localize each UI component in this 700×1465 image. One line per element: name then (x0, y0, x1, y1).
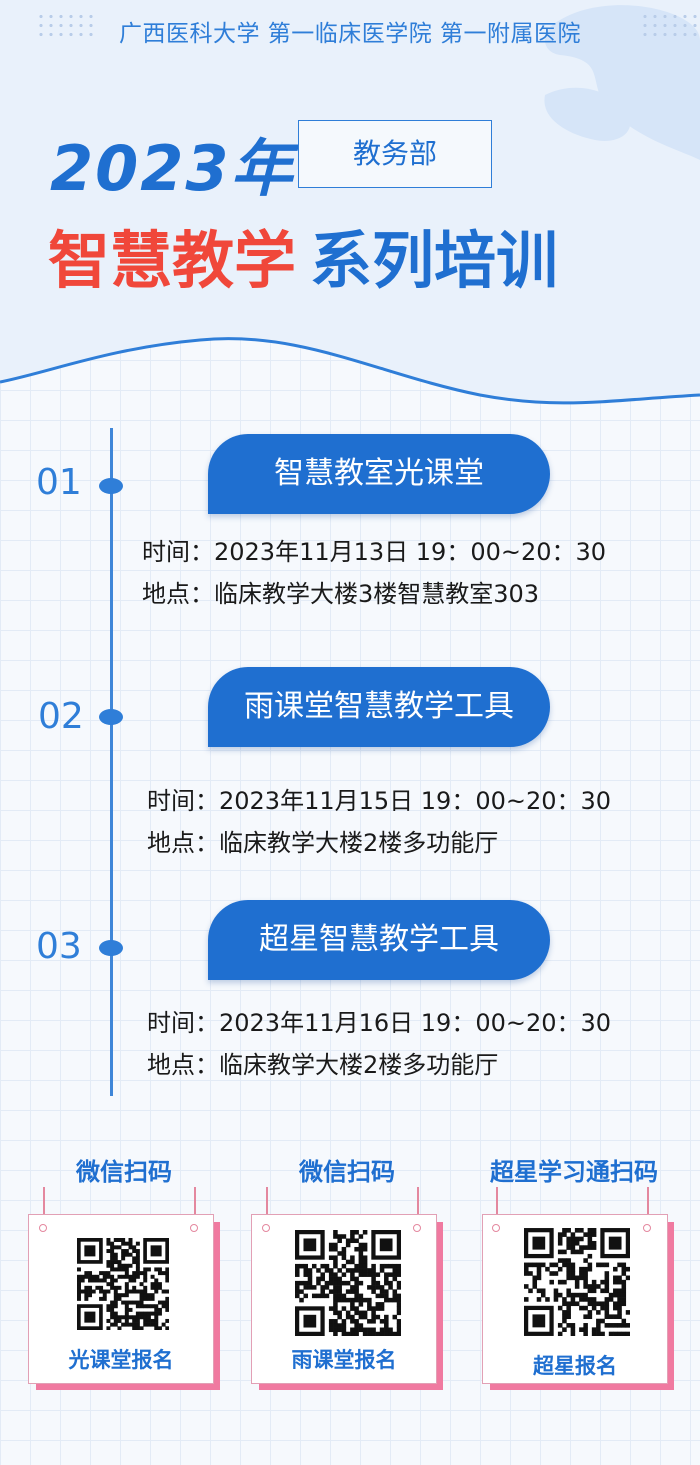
session-location: 地点：临床教学大楼2楼多功能厅 (147, 1051, 499, 1079)
department-box: 教务部 (298, 120, 492, 188)
card-pin (413, 1224, 421, 1232)
card-pin (262, 1224, 270, 1232)
qr-card-heading: 超星学习通扫码 (490, 1158, 658, 1186)
timeline-dot (99, 940, 123, 956)
session-number: 02 (38, 696, 84, 737)
main-title-part2: 系列培训 (310, 224, 559, 297)
card-string (43, 1187, 45, 1227)
decorative-dots (36, 12, 96, 38)
university-name: 广西医科大学 第一临床医学院 第一附属医院 (118, 21, 582, 47)
timeline-dot (99, 709, 123, 725)
timeline-line (110, 428, 113, 1096)
session-title: 智慧教室光课堂 (208, 434, 550, 514)
card-string (194, 1187, 196, 1227)
timeline-dot (99, 478, 123, 494)
session-time: 时间：2023年11月15日 19：00~20：30 (147, 787, 612, 815)
main-title: 智慧教学系列培训 (48, 210, 558, 300)
qr-card-label: 雨课堂报名 (291, 1348, 397, 1372)
card-pin (643, 1224, 651, 1232)
session-number: 03 (36, 926, 82, 967)
session-title: 雨课堂智慧教学工具 (208, 667, 550, 747)
card-string (266, 1187, 268, 1227)
header-wave-background (0, 0, 700, 405)
session-title: 超星智慧教学工具 (208, 900, 550, 980)
card-string (496, 1187, 498, 1227)
session-number: 01 (36, 462, 82, 503)
session-location: 地点：临床教学大楼3楼智慧教室303 (142, 580, 540, 608)
main-title-part1: 智慧教学 (48, 224, 297, 297)
card-string (647, 1187, 649, 1227)
card-string (417, 1187, 419, 1227)
card-pin (39, 1224, 47, 1232)
qr-card-label: 超星报名 (533, 1354, 617, 1378)
qr-card-heading: 微信扫码 (76, 1158, 172, 1186)
qr-code-icon[interactable] (524, 1228, 630, 1336)
qr-code-icon[interactable] (295, 1230, 401, 1336)
qr-card-label: 光课堂报名 (68, 1348, 174, 1372)
qr-card-heading: 微信扫码 (299, 1158, 395, 1186)
card-pin (492, 1224, 500, 1232)
qr-code-icon[interactable] (77, 1238, 169, 1330)
session-time: 时间：2023年11月13日 19：00~20：30 (142, 538, 607, 566)
year-title: 2023年 (50, 132, 295, 205)
session-time: 时间：2023年11月16日 19：00~20：30 (147, 1009, 612, 1037)
session-location: 地点：临床教学大楼2楼多功能厅 (147, 829, 499, 857)
card-pin (190, 1224, 198, 1232)
decorative-dots (640, 12, 700, 38)
